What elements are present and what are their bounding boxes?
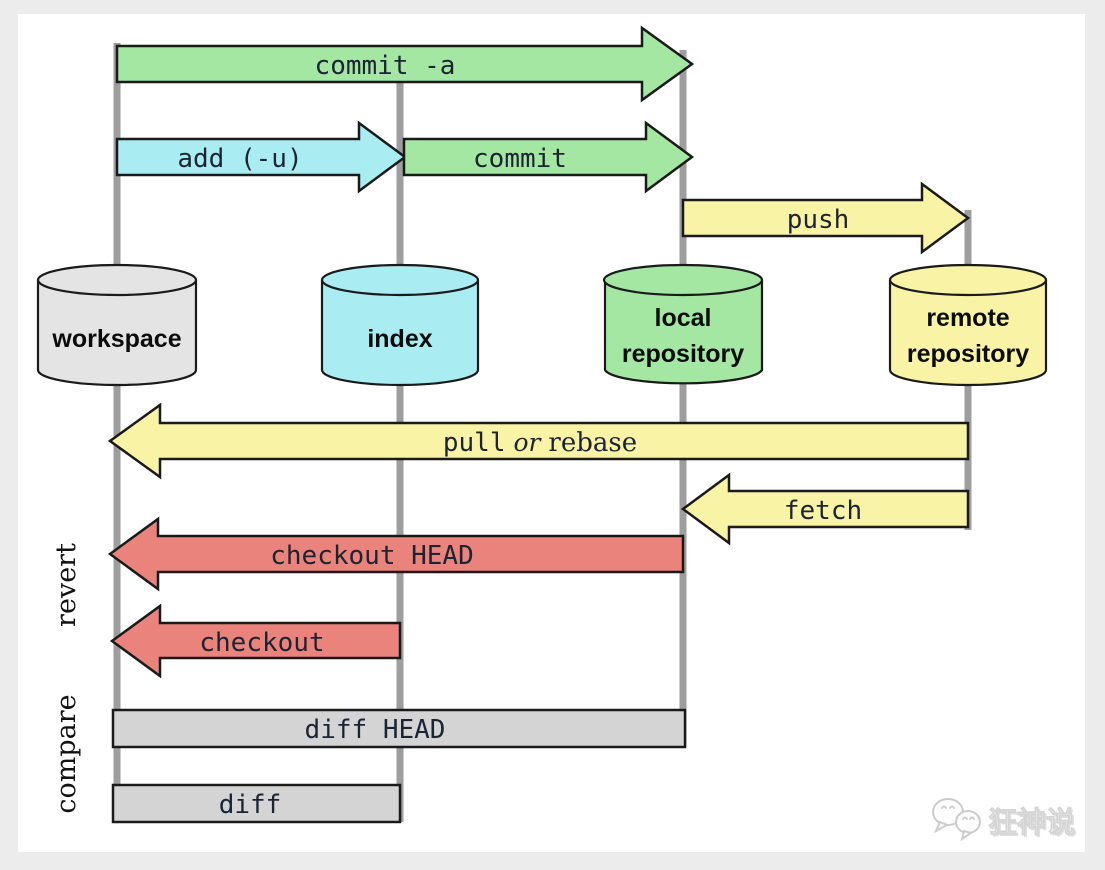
commit-a-arrow-shape bbox=[115, 25, 695, 103]
watermark-text: 狂神说 bbox=[988, 806, 1075, 839]
push-arrow: push bbox=[681, 181, 971, 255]
checkout-arrow-label: checkout bbox=[199, 628, 324, 658]
wechat-chat-bubbles-icon bbox=[932, 798, 981, 842]
index-label: index bbox=[367, 325, 432, 353]
checkout-head-arrow-shape bbox=[107, 516, 685, 592]
diff-bar: diff bbox=[111, 783, 402, 824]
workspace-cylinder-body bbox=[36, 280, 198, 387]
add-arrow-label: add (-u) bbox=[177, 144, 302, 174]
pull-or-rebase-arrow-label: pull or rebase bbox=[443, 428, 637, 458]
remote-repository-node: remote repository bbox=[888, 263, 1048, 387]
local-repository-cylinder-top bbox=[602, 263, 764, 297]
index-cylinder-top bbox=[320, 263, 480, 297]
watermark-text-shadow: 狂神说 bbox=[990, 808, 1077, 841]
compare-side-label: compare bbox=[51, 694, 82, 813]
workspace-label: workspace bbox=[51, 325, 181, 353]
remote-repository-cylinder-top bbox=[888, 263, 1048, 297]
commit-arrow-shape bbox=[402, 120, 695, 194]
chat-bubble-small-tail bbox=[960, 829, 974, 842]
rebase-label-part: rebase bbox=[548, 428, 637, 458]
fetch-arrow-shape bbox=[680, 472, 970, 546]
checkout-head-arrow: checkout HEAD bbox=[107, 516, 685, 592]
local-repository-node: local repository bbox=[602, 263, 764, 385]
pull-or-rebase-arrow-shape bbox=[107, 402, 970, 480]
chat-bubble-small-eye-left bbox=[962, 816, 968, 820]
add-arrow: add (-u) bbox=[115, 120, 408, 194]
index-node: index bbox=[320, 263, 480, 387]
chat-bubble-small-eye-right bbox=[969, 816, 975, 820]
add-arrow-shape bbox=[115, 120, 408, 194]
workspace-cylinder-top bbox=[36, 263, 198, 297]
checkout-head-arrow-label: checkout HEAD bbox=[270, 541, 474, 571]
chat-bubble-large-eye-right bbox=[949, 805, 955, 809]
remote-repository-cylinder-body bbox=[888, 280, 1048, 387]
chat-bubble-large-eye-left bbox=[941, 805, 947, 809]
commit-arrow-label: commit bbox=[473, 144, 567, 174]
diff-bar-label: diff bbox=[219, 790, 282, 820]
pull-or-rebase-arrow: pull or rebase bbox=[107, 402, 970, 480]
diff-head-bar-label: diff HEAD bbox=[305, 715, 446, 745]
workspace-node: workspace bbox=[36, 263, 198, 387]
fetch-arrow-label: fetch bbox=[784, 496, 862, 526]
remote-repository-label-line1: remote bbox=[926, 304, 1009, 332]
local-repository-label-line1: local bbox=[655, 304, 712, 332]
index-cylinder-body bbox=[320, 280, 480, 387]
local-repository-label-line2: repository bbox=[622, 340, 744, 368]
diff-head-bar: diff HEAD bbox=[111, 708, 687, 749]
local-repository-cylinder-body bbox=[603, 280, 764, 385]
commit-a-arrow: commit -a bbox=[115, 25, 695, 103]
or-label-part: or bbox=[506, 428, 549, 457]
push-arrow-label: push bbox=[787, 205, 850, 235]
commit-arrow: commit bbox=[402, 120, 695, 194]
chat-bubble-large-tail bbox=[933, 820, 950, 834]
pull-label-part: pull bbox=[443, 428, 506, 458]
diff-head-bar-shape bbox=[111, 708, 687, 749]
remote-repository-label-line2: repository bbox=[907, 340, 1029, 368]
checkout-arrow-shape bbox=[109, 603, 402, 679]
chat-bubble-small bbox=[955, 810, 981, 834]
revert-side-label: revert bbox=[51, 543, 82, 627]
push-arrow-shape bbox=[681, 181, 971, 255]
checkout-arrow: checkout bbox=[109, 603, 402, 679]
fetch-arrow: fetch bbox=[680, 472, 970, 546]
commit-a-arrow-label: commit -a bbox=[315, 51, 456, 81]
diff-bar-shape bbox=[111, 783, 402, 824]
watermark: 狂神说 狂神说 bbox=[932, 798, 1077, 842]
